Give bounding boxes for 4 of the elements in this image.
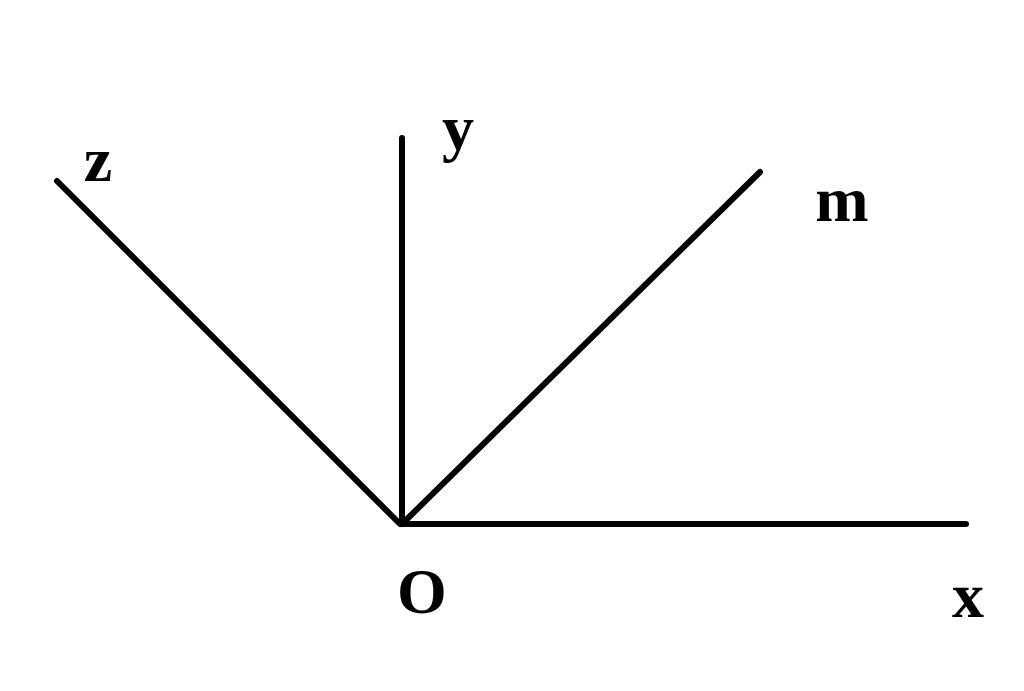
axis-label: O — [397, 560, 447, 624]
axis-label: x — [952, 564, 984, 628]
axis-label: m — [815, 168, 869, 232]
axis-label: z — [83, 128, 113, 192]
